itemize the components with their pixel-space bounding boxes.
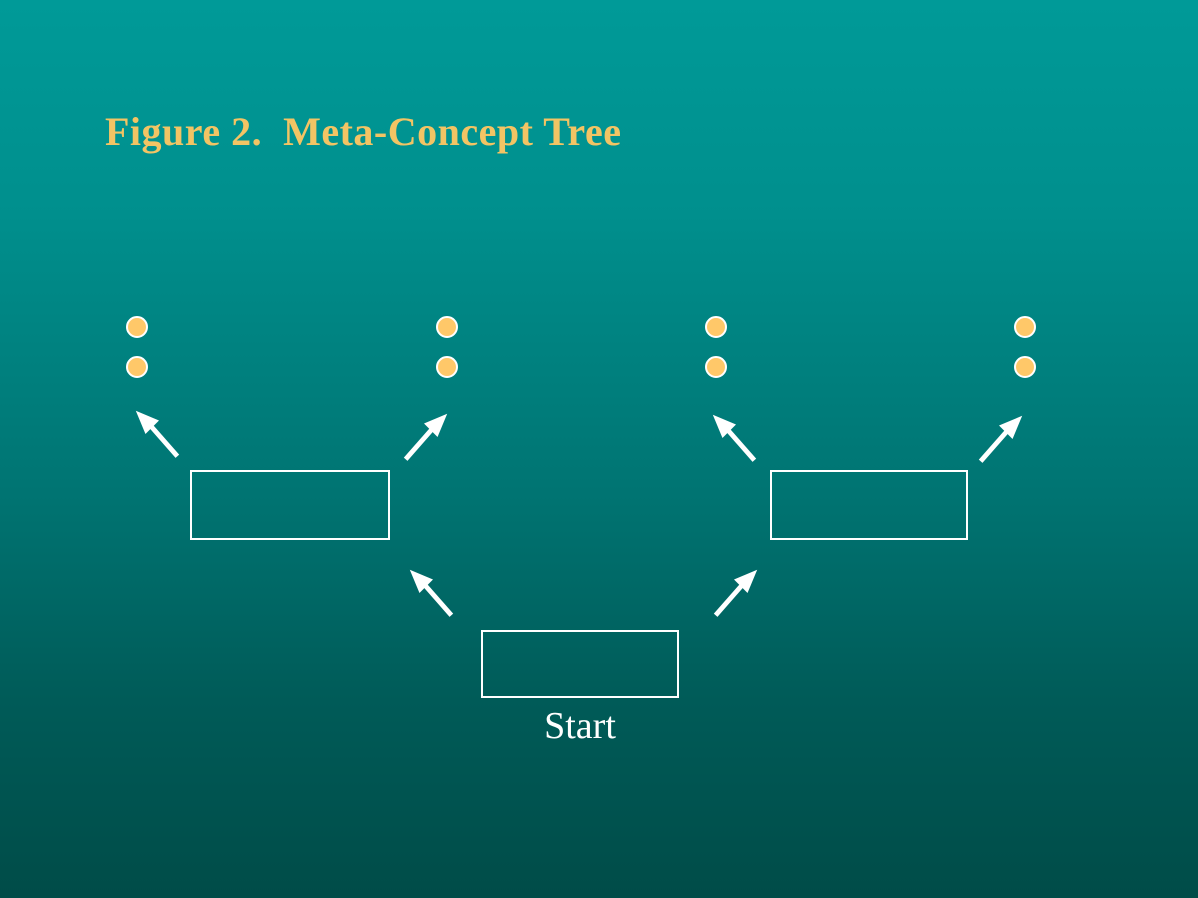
bullet-dot: [705, 316, 727, 338]
bullet-dot: [1014, 316, 1036, 338]
bullet-dot: [126, 356, 148, 378]
bullet-dot: [705, 356, 727, 378]
arrow-up-left-icon: [712, 414, 757, 462]
arrow-up-right-icon: [403, 413, 448, 461]
left-branch-box: [190, 470, 390, 540]
bullet-dot: [1014, 356, 1036, 378]
figure-title: Figure 2. Meta-Concept Tree: [105, 109, 622, 154]
arrow-up-left-icon: [135, 410, 180, 458]
start-box: [481, 630, 679, 698]
arrow-up-right-icon: [978, 415, 1023, 463]
start-label: Start: [544, 705, 616, 747]
bullet-dot: [436, 316, 458, 338]
right-branch-box: [770, 470, 968, 540]
bullet-dot: [436, 356, 458, 378]
bullet-dot: [126, 316, 148, 338]
arrow-up-right-icon: [713, 569, 758, 617]
arrow-up-left-icon: [409, 569, 454, 617]
